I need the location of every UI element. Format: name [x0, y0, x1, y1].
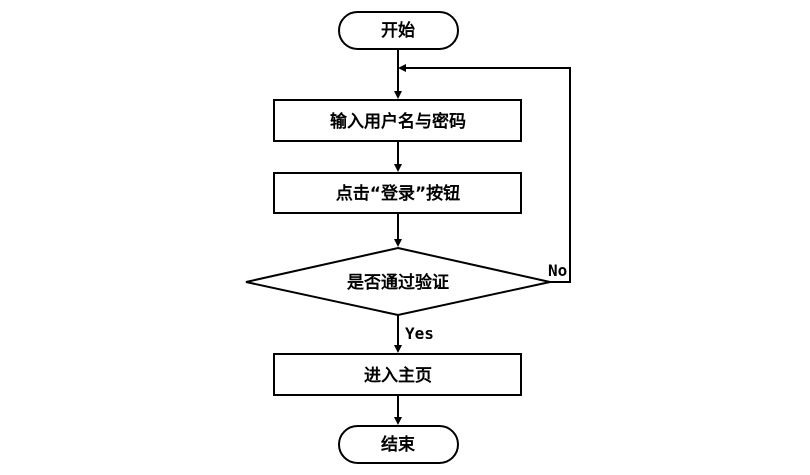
click-login-node: 点击“登录”按钮	[273, 172, 522, 214]
decision-node: 是否通过验证	[245, 246, 551, 317]
arrow-input-to-click	[394, 141, 402, 172]
start-label: 开始	[381, 20, 415, 41]
yes-label: Yes	[405, 324, 434, 343]
end-node: 结束	[338, 425, 459, 464]
arrow-click-to-decision	[394, 213, 402, 247]
arrow-home-to-end	[394, 395, 402, 425]
no-label: No	[548, 261, 567, 280]
end-label: 结束	[381, 434, 415, 455]
input-credentials-label: 输入用户名与密码	[330, 111, 466, 132]
arrow-start-to-input	[394, 49, 402, 99]
input-credentials-node: 输入用户名与密码	[273, 99, 522, 142]
no-branch-loop: No	[398, 64, 571, 283]
click-login-label: 点击“登录”按钮	[336, 183, 460, 204]
enter-home-label: 进入主页	[364, 365, 432, 386]
start-node: 开始	[338, 11, 459, 50]
yes-branch-arrow: Yes	[394, 315, 434, 353]
decision-label: 是否通过验证	[347, 272, 449, 293]
enter-home-node: 进入主页	[273, 353, 522, 396]
